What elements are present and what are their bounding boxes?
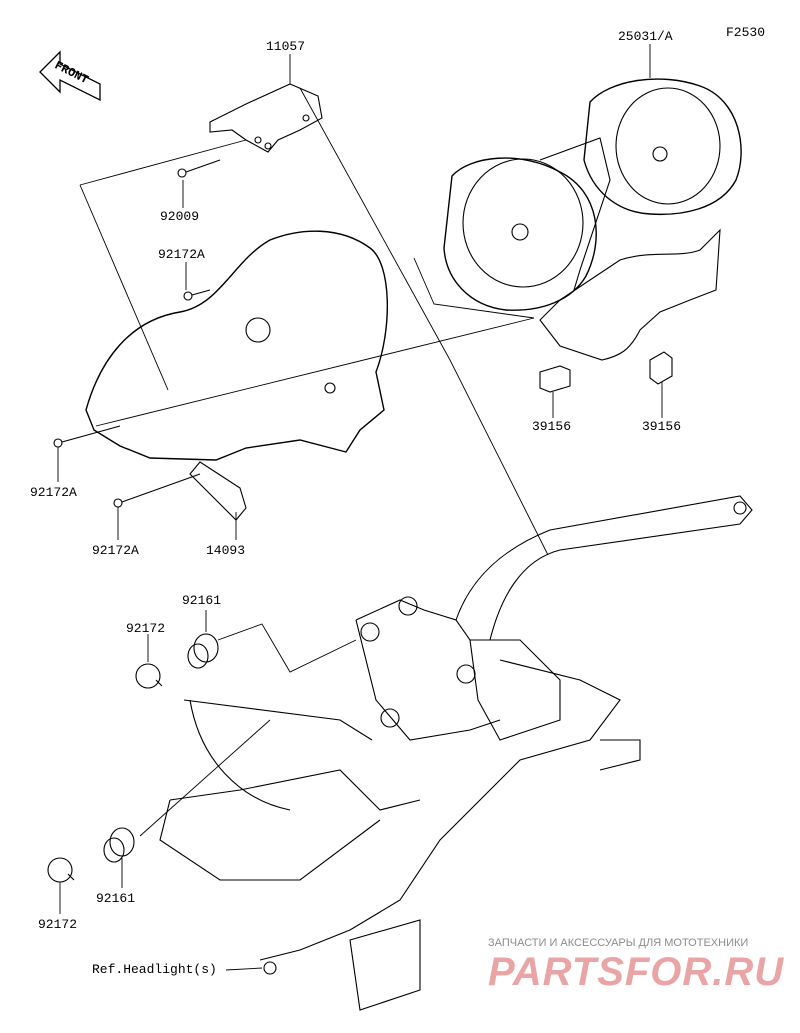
part-label-92161-upper: 92161 <box>182 593 222 608</box>
part-label-92172a-left: 92172A <box>30 485 77 500</box>
rubber-damper-left <box>539 365 571 393</box>
screw-92172a-left <box>53 425 121 448</box>
reference-headlight-label: Ref.Headlight(s) <box>92 962 217 977</box>
part-label-92172-lower: 92172 <box>38 917 78 932</box>
part-label-92161-lower: 92161 <box>96 891 136 906</box>
part-label-92009: 92009 <box>160 209 200 224</box>
part-label-39156-left: 39156 <box>532 419 572 434</box>
part-label-92172a-bottom: 92172A <box>92 543 139 558</box>
leader-lines <box>57 44 663 971</box>
washer-92172-lower <box>47 857 75 883</box>
front-arrow-icon: FRONT <box>39 50 101 102</box>
grommet-92161-lower <box>103 827 135 863</box>
washer-92172-upper <box>135 663 163 689</box>
rubber-damper-right <box>649 351 673 385</box>
part-label-11057: 11057 <box>266 39 306 54</box>
part-label-39156-right: 39156 <box>642 419 682 434</box>
meter-assembly <box>443 78 742 361</box>
part-label-25031a: 25031/A <box>618 29 673 44</box>
front-arrow-label: FRONT <box>52 58 90 87</box>
screw-92009 <box>177 159 221 178</box>
screw-92172a-top <box>183 289 211 301</box>
part-label-92172-upper: 92172 <box>126 621 166 636</box>
screw-92172a-bottom <box>113 473 201 508</box>
meter-cover-bracket <box>209 83 323 153</box>
figure-code: F2530 <box>726 25 766 40</box>
watermark-tagline: ЗАПЧАСТИ И АКСЕССУАРЫ ДЛЯ МОТОТЕХНИКИ <box>488 937 749 949</box>
part-label-92172a-top: 92172A <box>158 247 205 262</box>
meter-stay-bracket <box>159 495 753 1011</box>
grommet-92161-upper <box>187 633 219 669</box>
part-label-14093: 14093 <box>206 543 246 558</box>
watermark-brand: PARTSFOR.RU <box>488 950 785 994</box>
meter-lower-cover <box>85 230 388 521</box>
